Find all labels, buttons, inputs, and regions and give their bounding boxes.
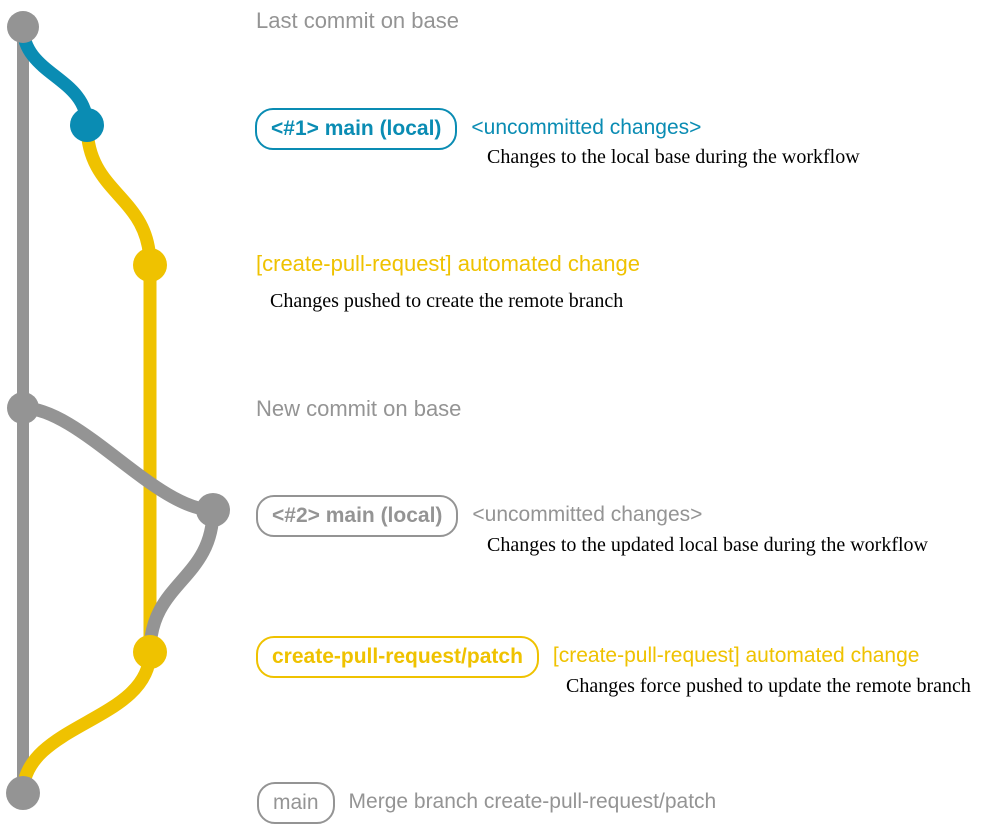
ref-pill-main[interactable]: main: [257, 782, 335, 824]
commit-node-patch-1[interactable]: [133, 248, 167, 282]
edge-branch-to-local-1: [16, 20, 94, 132]
commit-node-local-1[interactable]: [70, 108, 104, 142]
edge-patch-2-to-merge: [16, 645, 157, 800]
commit-row-local-1: <#1> main (local) <uncommitted changes>: [255, 108, 701, 150]
commit-subject-base-new: New commit on base: [256, 396, 462, 421]
commit-row-local-2: <#2> main (local) <uncommitted changes>: [256, 495, 702, 537]
ref-pill-create-pull-request-patch[interactable]: create-pull-request/patch: [256, 636, 539, 678]
commit-node-patch-2[interactable]: [133, 635, 167, 669]
edge-local-1-to-patch-1: [80, 118, 157, 272]
commit-row-merge: main Merge branch create-pull-request/pa…: [257, 782, 716, 824]
commit-description-local-2: Changes to the updated local base during…: [487, 534, 928, 556]
commit-node-base-new[interactable]: [7, 392, 39, 424]
commit-node-merge[interactable]: [6, 776, 40, 810]
commit-row-patch-2: create-pull-request/patch [create-pull-r…: [256, 636, 919, 678]
commit-subject-base-head: Last commit on base: [256, 8, 459, 33]
commit-description-local-1: Changes to the local base during the wor…: [487, 146, 860, 168]
edge-base-new-to-local-2: [16, 401, 220, 517]
commit-subject-local-2: <uncommitted changes>: [472, 503, 703, 526]
commit-row-base-head: Last commit on base: [256, 10, 459, 32]
commit-subject-local-1: <uncommitted changes>: [471, 116, 702, 139]
commit-description-patch-1: Changes pushed to create the remote bran…: [270, 290, 624, 312]
ref-pill-main-local-1[interactable]: <#1> main (local): [255, 108, 458, 150]
commit-description-patch-2: Changes force pushed to update the remot…: [566, 675, 971, 697]
commit-row-patch-1: [create-pull-request] automated change: [256, 253, 640, 275]
commit-node-base-head[interactable]: [7, 11, 39, 43]
commit-node-local-2[interactable]: [196, 493, 230, 527]
commit-subject-patch-1: [create-pull-request] automated change: [256, 251, 641, 276]
commit-subject-merge: Merge branch create-pull-request/patch: [348, 790, 717, 813]
ref-pill-main-local-2[interactable]: <#2> main (local): [256, 495, 459, 537]
edge-local-2-to-patch-2: [143, 503, 220, 659]
commit-row-base-new: New commit on base: [256, 398, 461, 420]
commit-subject-patch-2: [create-pull-request] automated change: [552, 644, 920, 667]
